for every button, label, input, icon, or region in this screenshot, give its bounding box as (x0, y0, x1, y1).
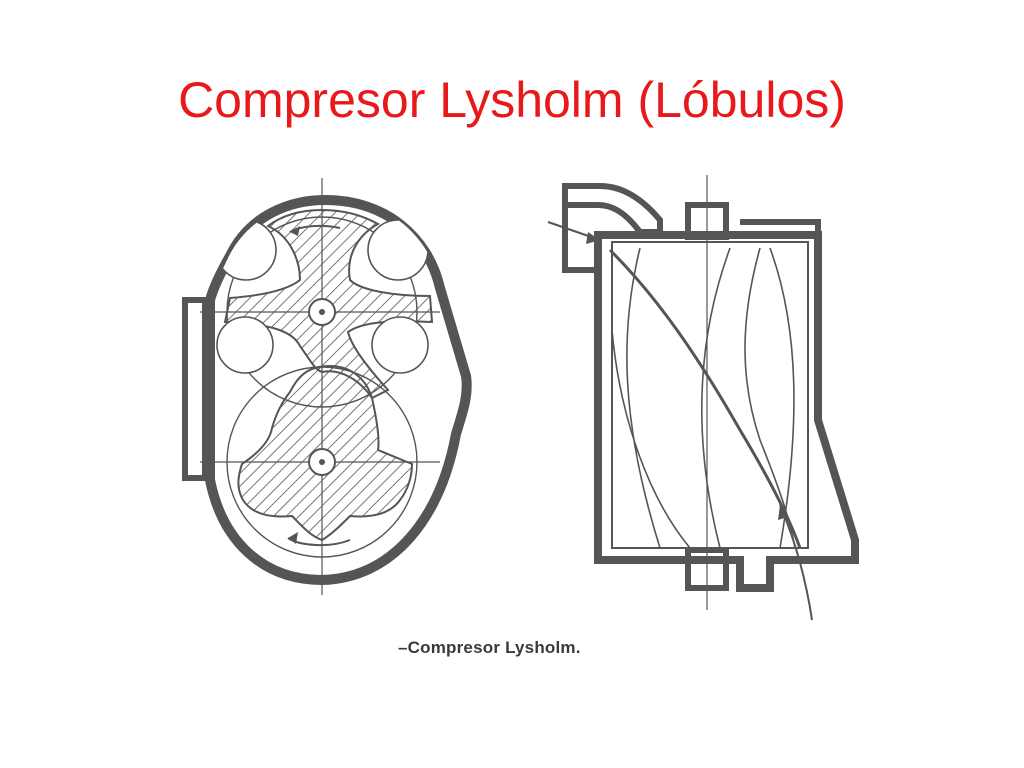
figure-caption: –Compresor Lysholm. (398, 638, 581, 657)
cross-section-view (182, 178, 472, 595)
side-view (547, 175, 859, 621)
slide-title: Compresor Lysholm (Lóbulos) (178, 72, 846, 128)
